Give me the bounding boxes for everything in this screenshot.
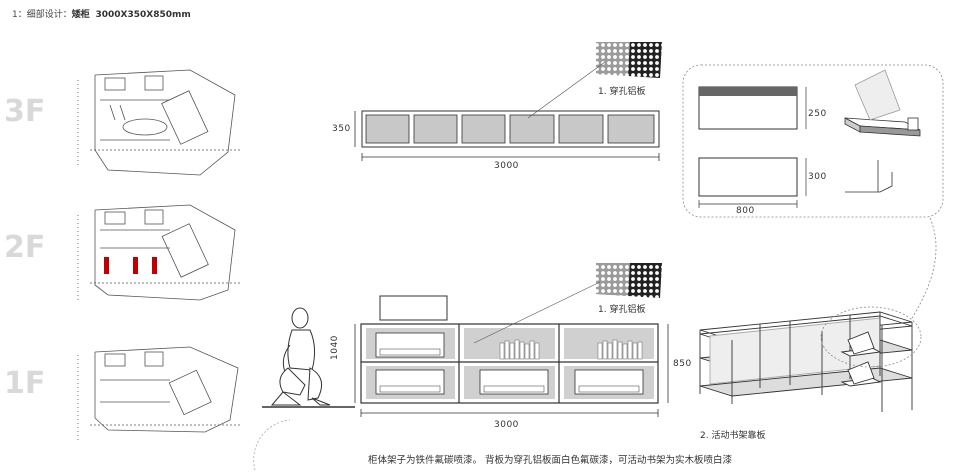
book-support-side: [845, 160, 893, 193]
leader-line-top: [527, 61, 606, 119]
detail-callout-circle: [820, 306, 922, 368]
dim-height-300: 300: [808, 172, 827, 182]
shelf-isometric-view: [699, 311, 913, 412]
drawer-front-top: [698, 86, 807, 130]
cabinet-front-elevation: [262, 295, 669, 417]
perforated-aluminum-sample-front: [596, 263, 662, 298]
floor-label-1f: 1F: [4, 366, 46, 401]
dim-width-3000-top: 3000: [494, 161, 519, 171]
book-support-iso: [844, 69, 921, 137]
label-perforated-aluminum-front: 1. 穿孔铝板: [598, 305, 646, 315]
label-perforated-aluminum-top: 1. 穿孔铝板: [598, 87, 646, 97]
material-caption: 柜体架子为铁件氟碳喷漆。 背板为穿孔铝板面白色氟碳漆，可活动书架为实木板喷白漆: [368, 455, 733, 466]
drawer-front-bottom: [698, 157, 807, 208]
detail-panel-border: [682, 64, 944, 218]
dim-width-3000-front: 3000: [494, 420, 519, 430]
floor-plan-3f: [77, 69, 240, 176]
page-title: 1：细部设计：矮柜 3000X350X850mm: [12, 10, 191, 20]
perforated-aluminum-sample-top: [596, 42, 662, 78]
dim-height-250: 250: [808, 109, 827, 119]
dim-person-height-1040: 1040: [330, 335, 340, 360]
floor-plan-1f: [77, 346, 291, 471]
floor-label-2f: 2F: [4, 230, 46, 265]
floor-label-3f: 3F: [4, 94, 46, 129]
dim-height-850: 850: [673, 359, 692, 369]
cabinet-top-view: [354, 110, 660, 161]
floor-plan-2f-red-cabinets: [104, 257, 157, 274]
dim-depth-350: 350: [332, 124, 351, 134]
crouching-person-figure: [270, 307, 331, 406]
detail-callout-connector: [911, 217, 937, 319]
floor-plan-2f: [77, 204, 240, 301]
dim-width-800: 800: [736, 206, 755, 216]
label-movable-book-support: 2. 活动书架靠板: [700, 431, 766, 441]
leader-line-front: [473, 281, 601, 344]
